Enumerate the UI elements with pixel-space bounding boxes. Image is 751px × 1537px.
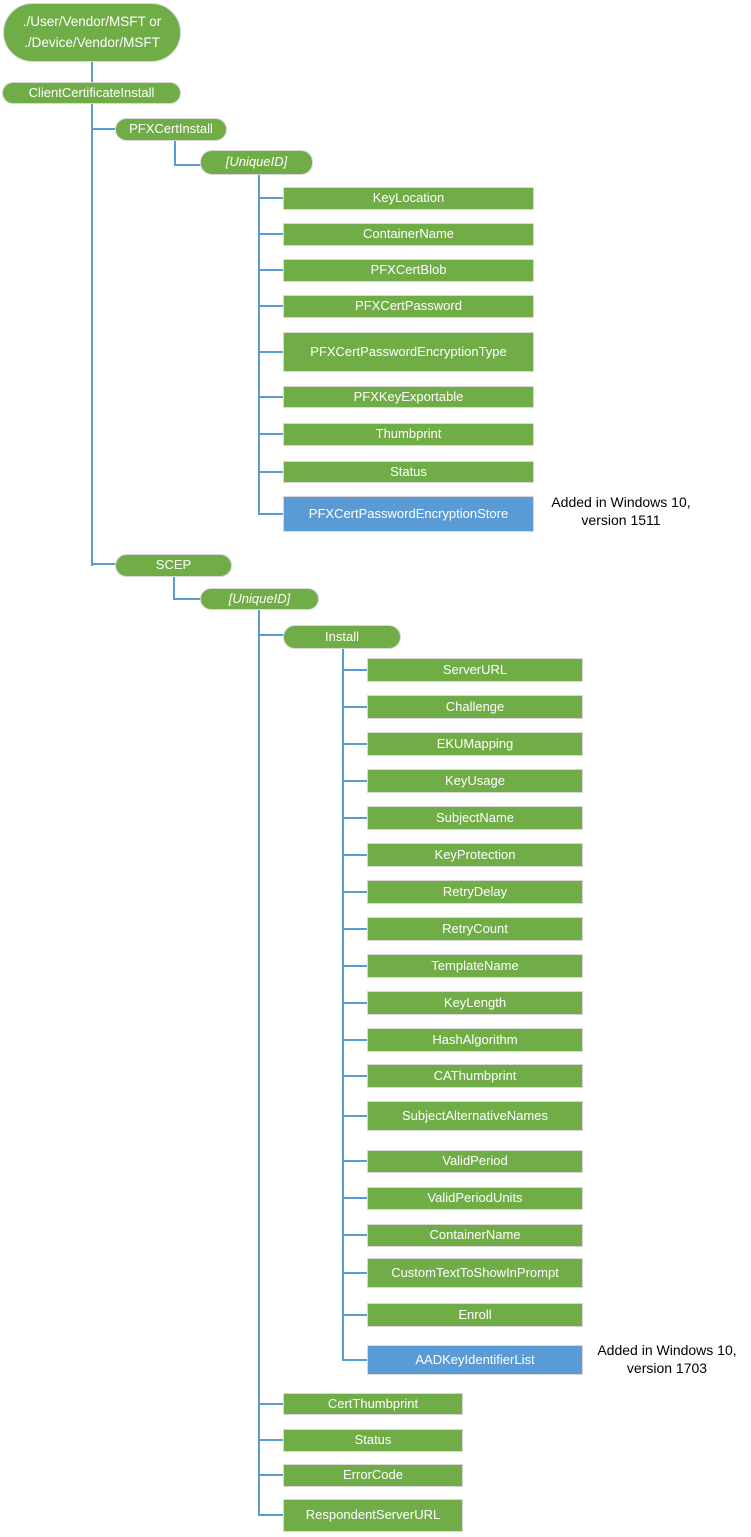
node-cathumbprint: CAThumbprint [367,1064,583,1088]
node-subjectname: SubjectName [367,806,583,830]
node-scep-containername: ContainerName [367,1224,583,1247]
node-enroll: Enroll [367,1303,583,1327]
node-aadkeyidentifierlist: AADKeyIdentifierList [367,1345,583,1375]
annotation-1703-line1: Added in Windows 10, [597,1342,737,1358]
connector-line [174,141,176,166]
connector-line [258,1439,285,1441]
node-pfxcertpasswordencryptionstore: PFXCertPasswordEncryptionStore [283,496,534,532]
connector-line [258,175,260,515]
connector-line [91,563,117,565]
connector-line [342,706,369,708]
connector-line [258,513,285,515]
connector-line [342,669,369,671]
node-scep: SCEP [115,554,232,577]
connector-line [342,817,369,819]
connector-line [342,1234,369,1236]
node-thumbprint: Thumbprint [283,423,534,446]
connector-line [173,598,202,600]
node-retrydelay: RetryDelay [367,880,583,904]
connector-line [342,1359,369,1361]
node-keylength: KeyLength [367,991,583,1015]
connector-line [258,396,285,398]
node-pfxcertpassword: PFXCertPassword [283,295,534,318]
connector-line [258,233,285,235]
node-pfx-containername: ContainerName [283,223,534,246]
node-customtexttoshowinprompt: CustomTextToShowInPrompt [367,1258,583,1288]
node-respondentserverurl: RespondentServerURL [283,1499,463,1532]
connector-line [258,1474,285,1476]
annotation-1703-line2: version 1703 [626,1359,708,1376]
connector-line [342,928,369,930]
connector-line [342,1115,369,1117]
connector-line [258,634,285,636]
connector-line [342,1272,369,1274]
node-certthumbprint: CertThumbprint [283,1393,463,1415]
node-subjectalternativenames: SubjectAlternativeNames [367,1101,583,1131]
connector-line [342,891,369,893]
node-ekumapping: EKUMapping [367,732,583,756]
connector-line [91,103,93,566]
connector-line [258,1514,285,1516]
annotation-1511-line1: Added in Windows 10, [551,494,691,510]
node-install: Install [283,625,401,649]
connector-line [173,576,175,600]
connector-line [258,197,285,199]
node-validperiod: ValidPeriod [367,1150,583,1173]
connector-line [174,164,202,166]
node-challenge: Challenge [367,695,583,719]
connector-line [342,1075,369,1077]
node-retrycount: RetryCount [367,917,583,941]
node-root-path: ./User/Vendor/MSFT or ./Device/Vendor/MS… [3,3,181,62]
connector-line [342,743,369,745]
connector-line [258,1403,285,1405]
node-errorcode: ErrorCode [283,1464,463,1487]
node-pfxkeyexportable: PFXKeyExportable [283,386,534,408]
connector-line [342,780,369,782]
node-pfxcertpasswordencryptiontype: PFXCertPasswordEncryptionType [283,332,534,372]
connector-line [342,1039,369,1041]
connector-line [342,648,344,1361]
connector-line [91,128,117,130]
node-templatename: TemplateName [367,954,583,978]
connector-line [258,351,285,353]
root-path-line2: ./Device/Vendor/MSFT [24,34,160,50]
connector-line [258,471,285,473]
node-pfxcertinstall: PFXCertInstall [115,118,227,141]
annotation-version-1511: Added in Windows 10, version 1511 [538,494,704,529]
connector-line [342,854,369,856]
node-pfxcertblob: PFXCertBlob [283,259,534,282]
node-keylocation: KeyLocation [283,187,534,210]
node-pfx-uniqueid: [UniqueID] [200,150,313,175]
root-path-line1: ./User/Vendor/MSFT or [22,13,162,29]
connector-line [342,965,369,967]
connector-line [342,1002,369,1004]
connector-line [342,1160,369,1162]
node-clientcertificateinstall: ClientCertificateInstall [2,82,181,104]
annotation-version-1703: Added in Windows 10, version 1703 [584,1342,750,1377]
node-pfx-status: Status [283,461,534,483]
annotation-1511-line2: version 1511 [581,511,661,528]
connector-line [91,62,93,82]
node-keyprotection: KeyProtection [367,843,583,867]
connector-line [258,305,285,307]
node-serverurl: ServerURL [367,658,583,682]
connector-line [342,1197,369,1199]
node-validperiodunits: ValidPeriodUnits [367,1187,583,1210]
node-scep-status: Status [283,1429,463,1452]
connector-line [342,1314,369,1316]
node-hashalgorithm: HashAlgorithm [367,1028,583,1052]
connector-line [258,269,285,271]
node-scep-uniqueid: [UniqueID] [200,588,319,610]
node-keyusage: KeyUsage [367,769,583,793]
connector-line [258,609,260,1516]
connector-line [258,433,285,435]
